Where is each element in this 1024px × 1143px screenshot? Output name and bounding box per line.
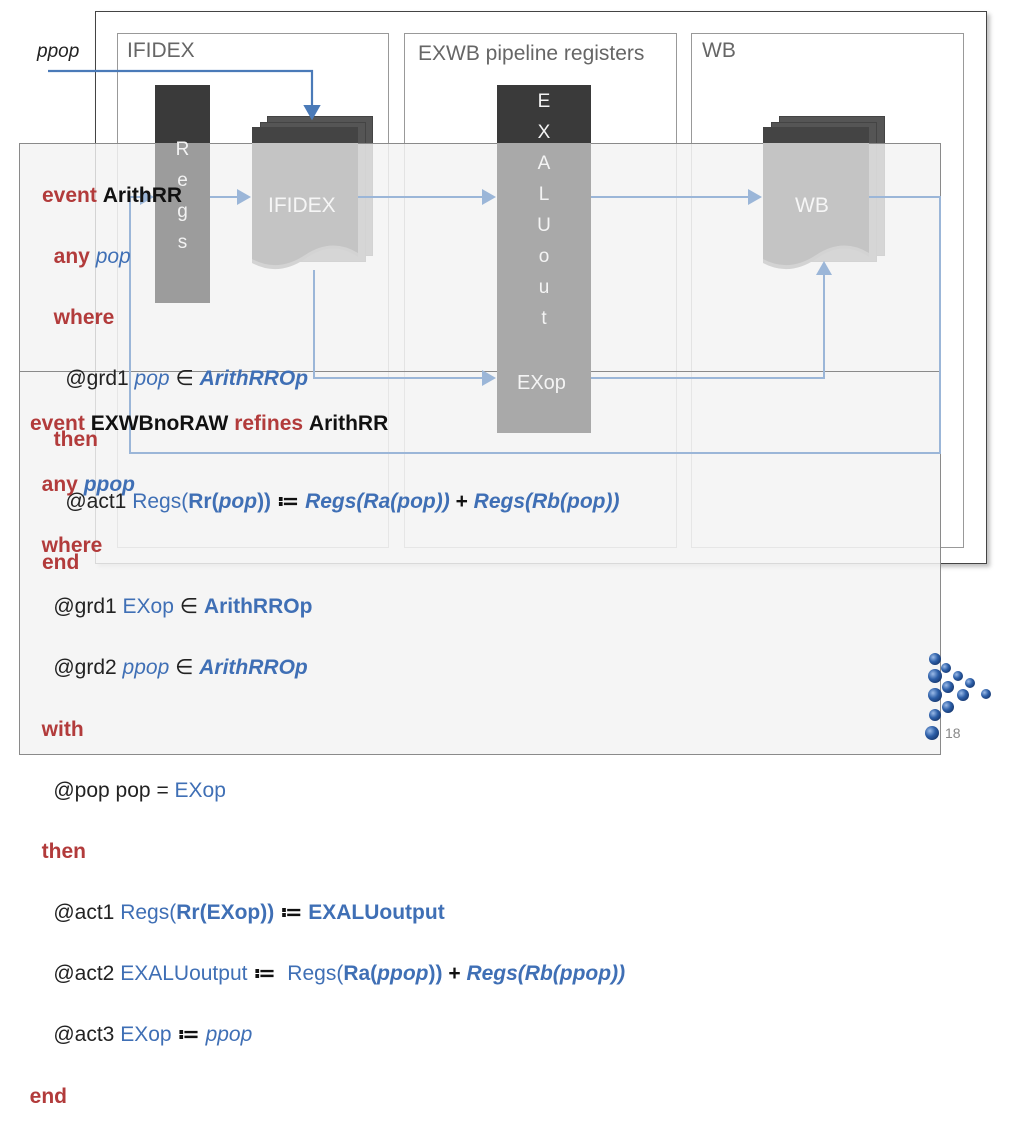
arithrr-line-act1: @act1 Regs(Rr(pop)) ≔ Regs(Ra(pop)) + Re… [65, 489, 620, 513]
arithrr-line-then: then [53, 428, 98, 452]
exwbnoraw-code: event EXWBnoRAW refines ArithRR any ppop… [30, 378, 625, 1143]
page-number: 18 [945, 725, 961, 741]
exwbnoraw-line-then: then [41, 839, 86, 863]
arithrr-code: event ArithRR any pop where @grd1 pop ∈ … [42, 150, 619, 609]
exwbnoraw-line-act2: @act2 EXALUoutput ≔ Regs(Ra(ppop)) + Reg… [53, 962, 626, 986]
ifidex-stage-header: IFIDEX [127, 39, 195, 62]
ppop-arrow [48, 69, 321, 121]
exwbnoraw-line-with: with [41, 717, 84, 741]
ppop-input-label: ppop [37, 41, 80, 62]
arithrr-line-where: where [53, 305, 115, 329]
exwbnoraw-line-grd1: @grd1 EXop ∈ ArithRROp [53, 595, 313, 619]
arithrr-line-end: end [42, 550, 80, 574]
exwbnoraw-line-end: end [29, 1084, 68, 1108]
wb-doc-faded-front [763, 143, 869, 271]
regs-faded-label: R e g s [175, 139, 190, 253]
exwbnoraw-line-pop: @pop pop = EXop [53, 778, 226, 802]
exwbnoraw-line-act3: @act3 EXop ≔ ppop [53, 1023, 253, 1047]
exaluout-faded-label: E X A L U o u t [537, 153, 551, 329]
exwbnoraw-line-grd2: @grd2 ppop ∈ ArithRROp [53, 656, 308, 680]
wb-stage-header: WB [702, 39, 736, 62]
exwbnoraw-line-any: any ppop [41, 472, 136, 496]
dataflow-arrows [129, 189, 941, 454]
ifidex-doc-faded-front [252, 143, 358, 266]
molecule-logo [925, 653, 991, 740]
exwbnoraw-line-where: where [41, 533, 103, 557]
exaluout-bar-faded [497, 143, 591, 433]
arithrr-line-grd1: @grd1 pop ∈ ArithRROp [65, 367, 309, 391]
exwbnoraw-line-event: event EXWBnoRAW refines ArithRR [30, 411, 389, 435]
exop-register-label: EXop [517, 372, 566, 394]
regs-bar-faded [155, 143, 210, 303]
arithrr-line-event: event ArithRR [42, 183, 183, 207]
exwbnoraw-line-act1: @act1 Regs(Rr(EXop)) ≔ EXALUoutput [53, 901, 445, 925]
arithrr-line-any: any pop [53, 244, 131, 268]
wb-doc-label: WB [795, 194, 829, 217]
exwbnoraw-event-panel [19, 371, 941, 755]
exwb-stage-header: EXWB pipeline registers [418, 42, 645, 65]
ifidex-doc-label: IFIDEX [268, 194, 336, 217]
